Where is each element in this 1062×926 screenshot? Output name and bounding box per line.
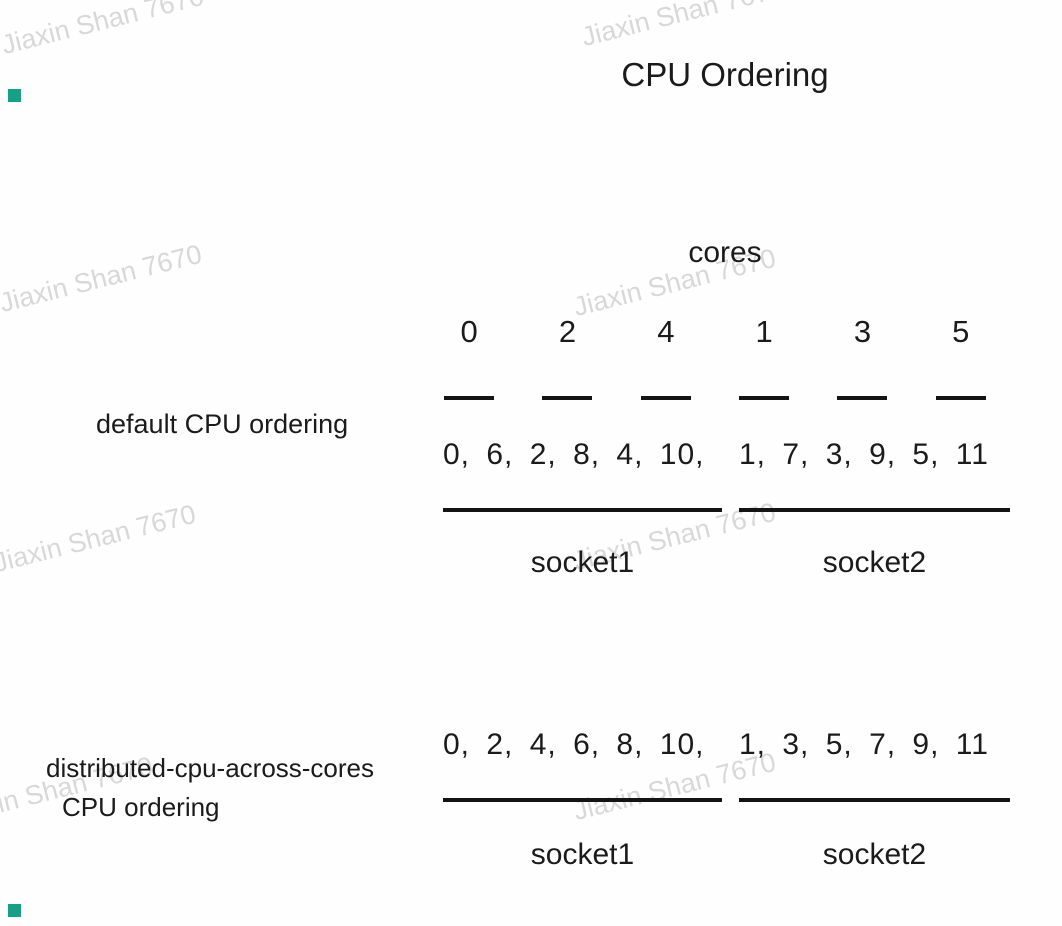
accent-square-top-left <box>8 89 21 102</box>
core-dash <box>813 396 911 400</box>
core-number-2: 2 <box>558 314 577 349</box>
distributed-socket2-underline <box>739 798 1010 802</box>
core-dash <box>420 396 518 400</box>
core-dashes-row <box>420 396 1010 400</box>
core-dash <box>715 396 813 400</box>
distributed-socket1-values: 0, 2, 4, 6, 8, 10, <box>443 728 705 761</box>
page-title: CPU Ordering <box>621 56 829 93</box>
distributed-socket1-label: socket1 <box>530 838 635 871</box>
default-socket2-underline <box>739 508 1010 512</box>
distributed-ordering-label-line2: CPU ordering <box>62 792 220 822</box>
distributed-socket2-values: 1, 3, 5, 7, 9, 11 <box>739 728 989 761</box>
default-socket2-values: 1, 7, 3, 9, 5, 11 <box>739 438 989 471</box>
core-dash <box>617 396 715 400</box>
distributed-ordering-label-line1: distributed-cpu-across-cores <box>46 753 375 783</box>
core-number-1: 1 <box>755 314 773 349</box>
default-socket1-underline <box>443 508 722 512</box>
default-socket2-label: socket2 <box>822 546 927 579</box>
default-ordering-label: default CPU ordering <box>96 409 349 439</box>
core-number-4: 4 <box>657 314 675 349</box>
core-number-5: 5 <box>952 314 970 349</box>
distributed-socket2-label: socket2 <box>822 838 927 871</box>
watermark-text: Jiaxin Shan 7670 <box>0 238 205 319</box>
distributed-socket1-underline <box>443 798 722 802</box>
default-socket1-values: 0, 6, 2, 8, 4, 10, <box>443 438 705 471</box>
core-number-3: 3 <box>853 314 872 349</box>
core-number-0: 0 <box>460 314 478 349</box>
core-numbers-row: 0 2 4 1 3 5 <box>420 314 1010 350</box>
default-socket1-label: socket1 <box>530 546 635 579</box>
watermark-text: Jiaxin Shan 7670 <box>578 0 787 53</box>
cores-label: cores <box>688 236 762 269</box>
core-dash <box>912 396 1010 400</box>
watermark-text: Jiaxin Shan 7670 <box>0 0 207 61</box>
core-dash <box>518 396 616 400</box>
watermark-text: Jiaxin Shan 7670 <box>0 498 199 579</box>
accent-square-bottom-left <box>8 904 21 917</box>
